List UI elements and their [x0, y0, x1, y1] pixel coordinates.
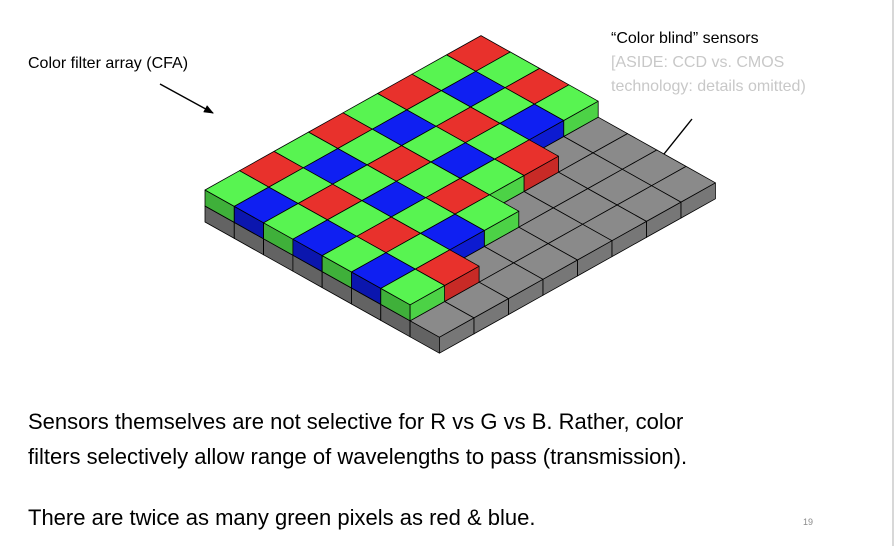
sensors-label: “Color blind” sensors [ASIDE: CCD vs. CM…	[611, 27, 806, 99]
aside-line-2: technology: details omitted)	[611, 78, 806, 95]
cfa-layer	[204, 35, 599, 322]
filter-cell-0-6-top	[380, 268, 446, 306]
caption: Sensors themselves are not selective for…	[28, 404, 888, 474]
page-number: 19	[803, 517, 814, 527]
sensors-title: “Color blind” sensors	[611, 30, 759, 47]
caption-line-3: There are twice as many green pixels as …	[28, 505, 536, 530]
cfa-label: Color filter array (CFA)	[28, 55, 189, 72]
caption-line-2: filters selectively allow range of wavel…	[28, 444, 688, 469]
cfa-arrow	[159, 83, 214, 114]
caption-line-1: Sensors themselves are not selective for…	[28, 409, 684, 434]
aside-line-1: [ASIDE: CCD vs. CMOS	[611, 54, 785, 71]
